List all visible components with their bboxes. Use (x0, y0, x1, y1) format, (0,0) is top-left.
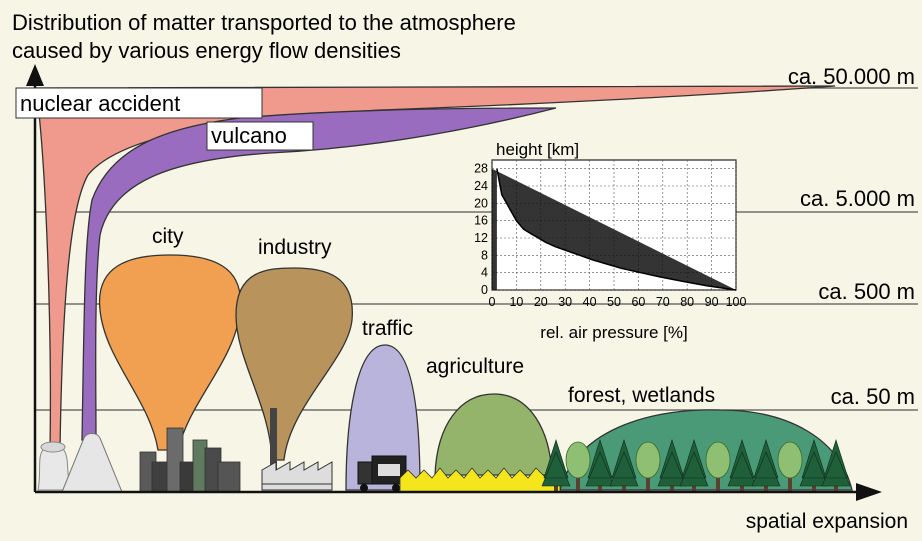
inset-y-tick-label: 4 (481, 266, 488, 280)
inset-y-tick-label: 16 (474, 214, 488, 228)
city-plume (98, 254, 242, 451)
x-axis-arrowhead (856, 483, 882, 501)
conifer-tree-icon (609, 439, 639, 492)
traffic-plume (345, 344, 421, 491)
inset-x-tick-label: 50 (607, 295, 621, 309)
label-traffic: traffic (362, 317, 413, 340)
inset-title: height [km] (496, 140, 579, 159)
inset-pressure-curve (496, 168, 737, 291)
inset-x-tick-label: 10 (509, 295, 523, 309)
inset-y-tick-label: 28 (474, 162, 488, 176)
inset-x-tick-label: 0 (489, 295, 496, 309)
deciduous-tree-icon (565, 441, 591, 492)
inset-x-tick-label: 30 (558, 295, 572, 309)
inset-x-tick-label: 80 (680, 295, 694, 309)
label-forest-wetlands: forest, wetlands (568, 384, 715, 407)
deciduous-tree-icon (777, 441, 803, 492)
label-city: city (152, 225, 184, 248)
inset-x-tick-label: 60 (631, 295, 645, 309)
inset-x-tick-label: 20 (534, 295, 548, 309)
conifer-tree-icon (679, 439, 709, 492)
inset-x-tick-label: 70 (656, 295, 670, 309)
conifer-tree-icon (541, 439, 571, 492)
volcano-icon (61, 433, 123, 493)
label-agriculture: agriculture (426, 355, 524, 378)
deciduous-tree-icon (635, 441, 661, 492)
inset-x-tick-label: 100 (726, 295, 747, 309)
conifer-tree-icon (799, 439, 829, 492)
conifer-tree-icon (657, 439, 687, 492)
inset-x-tick-label: 40 (583, 295, 597, 309)
inset-x-tick-label: 90 (705, 295, 719, 309)
level-label-500: ca. 500 m (818, 279, 915, 304)
nuclear-label-box (15, 87, 263, 119)
conifer-tree-icon (585, 439, 615, 492)
inset-pressure-area (492, 168, 736, 290)
label-vulcano: vulcano (211, 123, 287, 148)
level-label-50000: ca. 50.000 m (788, 64, 915, 89)
city-buildings-icon (139, 427, 241, 493)
inset-y-tick-label: 20 (474, 196, 488, 210)
inset-y-tick-label: 24 (474, 179, 488, 193)
label-industry: industry (258, 236, 332, 259)
title-line-2: caused by various energy flow densities (12, 38, 401, 63)
conifer-tree-icon (821, 439, 851, 492)
forest-trees-icon (541, 439, 851, 492)
factory-icon (261, 408, 333, 491)
vulcano-plume (81, 107, 557, 441)
conifer-tree-icon (727, 439, 757, 492)
inset-y-tick-label: 12 (474, 231, 488, 245)
inset-x-label: rel. air pressure [%] (540, 323, 687, 342)
title-line-1: Distribution of matter transported to th… (12, 10, 516, 35)
inset-y-tick-label: 8 (481, 248, 488, 262)
inset-y-tick-label: 0 (481, 283, 488, 297)
x-axis-label: spatial expansion (746, 510, 908, 533)
industry-plume (235, 267, 353, 461)
deciduous-tree-icon (705, 441, 731, 492)
level-label-5000: ca. 5.000 m (800, 186, 915, 211)
vulcano-label-box (206, 121, 314, 151)
crop-field-icon (399, 467, 561, 493)
label-nuclear-accident: nuclear accident (20, 91, 180, 116)
agriculture-plume (434, 393, 553, 476)
level-label-50: ca. 50 m (831, 384, 915, 409)
y-axis-arrowhead (26, 64, 44, 86)
nuclear-plume (35, 85, 836, 451)
conifer-tree-icon (751, 439, 781, 492)
